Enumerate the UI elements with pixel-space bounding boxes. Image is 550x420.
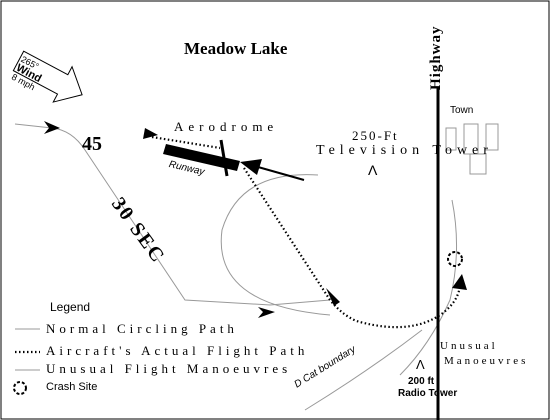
path-arrow-icon: [258, 307, 275, 318]
path-arrow-icon: [143, 128, 158, 139]
radio-tower-name: Radio Tower: [398, 388, 458, 399]
unusual-manoeuvres-path: [399, 199, 458, 376]
highway-label: Highway: [428, 25, 444, 90]
runway: [163, 144, 240, 171]
heading-label: 45: [82, 133, 102, 155]
unusual-manoeuvres-line2: Manoeuvres: [444, 355, 529, 367]
tv-tower-icon: Λ: [368, 162, 378, 178]
unusual-manoeuvres-line1: Unusual: [440, 340, 498, 352]
circling-turn-path: [220, 174, 331, 316]
town-label: Town: [450, 105, 474, 116]
d-cat-boundary-line: [304, 329, 423, 411]
crash-site-icon: [447, 251, 463, 267]
tv-tower-name: Television Tower: [316, 143, 493, 158]
tv-tower-height: 250-Ft: [352, 128, 399, 143]
path-arrow-icon: [44, 121, 60, 134]
radio-tower-height: 200 ft: [408, 376, 435, 387]
wind-arrow-icon: [12, 50, 83, 103]
flight-arrow-icon: [326, 288, 340, 306]
town-blocks: [445, 123, 499, 175]
legend-item-normal: Normal Circling Path: [46, 321, 238, 336]
flight-arrow-icon: [452, 274, 467, 290]
legend-crash-swatch: [13, 381, 27, 395]
actual-flight-path-approach: [151, 135, 221, 150]
radio-tower-icon: Λ: [416, 357, 425, 372]
legend-title: Legend: [50, 300, 91, 314]
legend-item-actual: Aircraft's Actual Flight Path: [46, 343, 309, 358]
map-title: Meadow Lake: [184, 39, 288, 58]
runway-pointer-arrow-icon: [240, 159, 262, 175]
legend-item-crash: Crash Site: [46, 381, 98, 393]
actual-flight-path: [243, 167, 462, 329]
legend-item-unusual: Unusual Flight Manoeuvres: [46, 361, 292, 376]
runway-pointer-line: [257, 166, 305, 181]
aerodrome-label: Aerodrome: [174, 119, 279, 134]
runway-crossbar: [219, 139, 229, 177]
